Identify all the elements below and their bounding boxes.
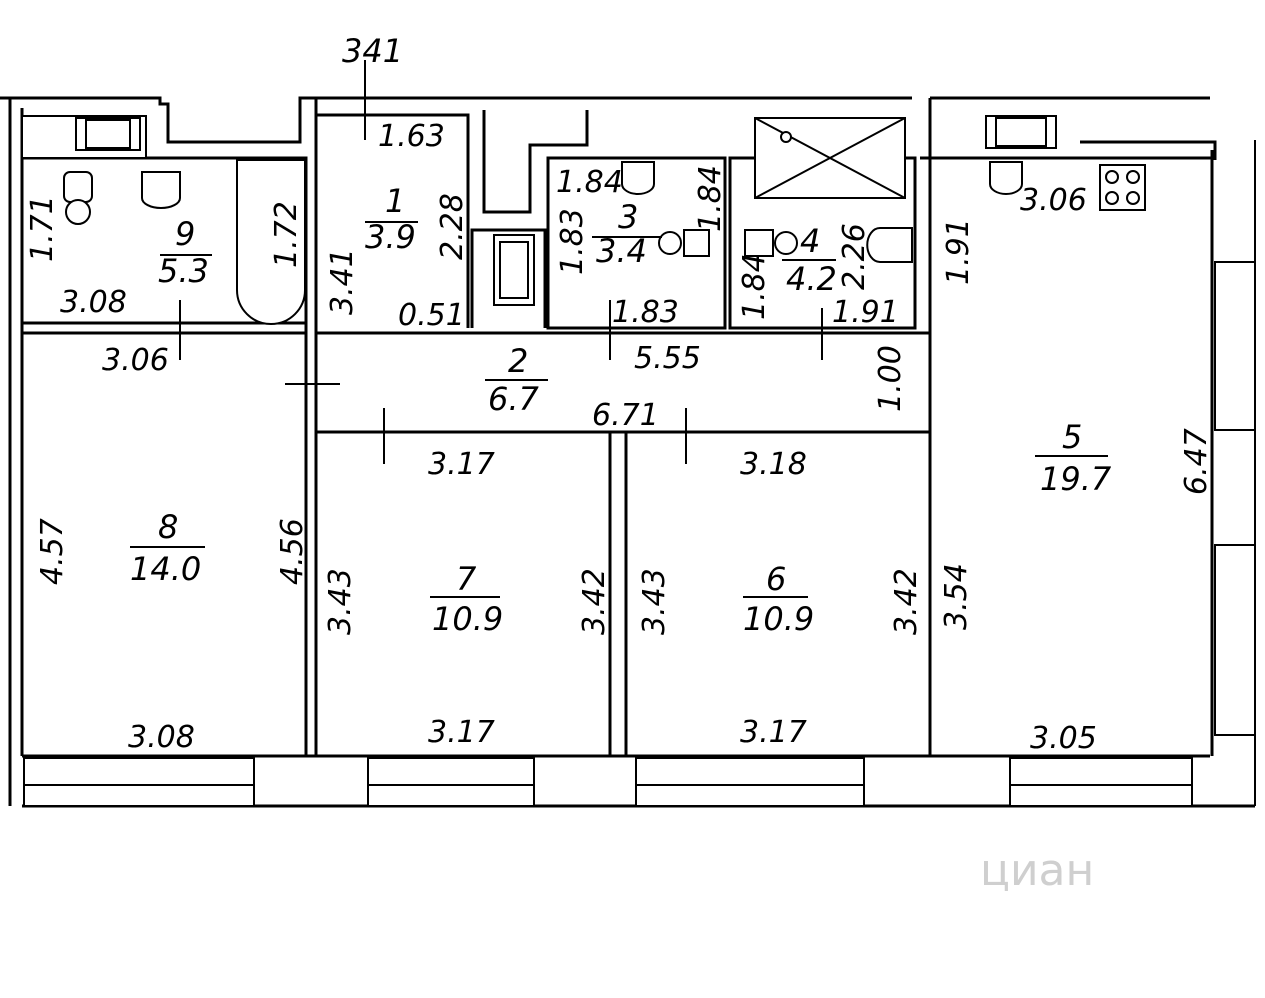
dim-r3-top: 1.84 xyxy=(556,165,623,200)
sink-icon xyxy=(141,171,181,209)
dim-r9-bottom: 3.08 xyxy=(60,285,127,320)
room-5-area: 19.7 xyxy=(1040,460,1112,498)
dim-r8-top: 3.06 xyxy=(102,343,169,378)
dim-r1-top: 1.63 xyxy=(378,119,445,154)
dim-corridor-right: 1.00 xyxy=(873,345,908,412)
dim-r6-left: 3.43 xyxy=(637,568,672,635)
bathtub-icon xyxy=(236,159,306,325)
dim-r3-right: 1.84 xyxy=(693,165,728,232)
room-9-number: 9 xyxy=(175,215,195,253)
toilet-icon xyxy=(63,171,93,203)
room-8-area: 14.0 xyxy=(130,550,201,588)
room-5-number: 5 xyxy=(1062,418,1082,456)
dim-r4-bottom: 1.91 xyxy=(832,295,899,330)
dim-r5-upper: 1.91 xyxy=(941,218,976,285)
dimension-ticks xyxy=(130,60,1108,598)
dim-r5-right: 6.47 xyxy=(1179,428,1214,495)
room-7-number: 7 xyxy=(456,560,477,598)
dim-r9-right: 1.72 xyxy=(269,201,304,268)
watermark-logo: циан xyxy=(980,845,1094,896)
dim-corridor-bottom: 6.71 xyxy=(592,398,659,433)
dim-r1-right: 2.28 xyxy=(435,193,470,260)
dim-r3-bottom: 1.83 xyxy=(612,295,679,330)
dim-r6-right: 3.42 xyxy=(889,568,924,635)
room-9-area: 5.3 xyxy=(158,252,209,290)
room-3-area: 3.4 xyxy=(596,232,647,270)
room-2-area: 6.7 xyxy=(488,380,540,418)
wall-fills xyxy=(21,115,1256,807)
dim-r7-top: 3.17 xyxy=(428,447,495,482)
dim-r8-right: 4.56 xyxy=(275,518,310,585)
dim-r4-left: 1.84 xyxy=(737,253,772,320)
dim-r8-bottom: 3.08 xyxy=(128,720,195,755)
dim-r5-left: 3.54 xyxy=(939,563,974,630)
dim-r7-left: 3.43 xyxy=(323,568,358,635)
room-3-number: 3 xyxy=(618,198,638,236)
dashed-boundaries xyxy=(316,331,932,430)
dim-r1-left: 3.41 xyxy=(325,248,360,315)
dim-r5-bottom: 3.05 xyxy=(1030,721,1097,756)
room-6-area: 10.9 xyxy=(743,600,814,638)
room-1-number: 1 xyxy=(385,182,405,220)
room-4-area: 4.2 xyxy=(786,260,837,298)
dim-r7-right: 3.42 xyxy=(577,568,612,635)
room-2-number: 2 xyxy=(508,342,528,380)
dim-corridor-top: 5.55 xyxy=(634,341,701,376)
dim-r4-right: 2.26 xyxy=(837,223,872,290)
labels: 341 9 5.3 1 3.9 3 3.4 4 4.2 2 6.7 5 19.7… xyxy=(25,32,1214,896)
dim-r7-bottom: 3.17 xyxy=(428,715,495,750)
dim-r5-stove: 3.06 xyxy=(1020,183,1087,218)
walls xyxy=(0,96,1256,808)
dim-r3-left: 1.83 xyxy=(555,208,590,275)
dim-r6-top: 3.18 xyxy=(740,447,807,482)
room-1-area: 3.9 xyxy=(365,218,416,256)
dim-r9-left: 1.71 xyxy=(25,195,60,262)
dim-r1-bottom: 0.51 xyxy=(398,298,465,333)
fixtures xyxy=(63,159,1023,325)
room-7-area: 10.9 xyxy=(432,600,503,638)
room-4-number: 4 xyxy=(800,222,820,260)
room-6-number: 6 xyxy=(766,560,786,598)
dim-r8-left: 4.57 xyxy=(35,518,70,585)
dim-r6-bottom: 3.17 xyxy=(740,715,807,750)
top-dimension-label: 341 xyxy=(342,32,403,70)
room-8-number: 8 xyxy=(158,508,178,546)
